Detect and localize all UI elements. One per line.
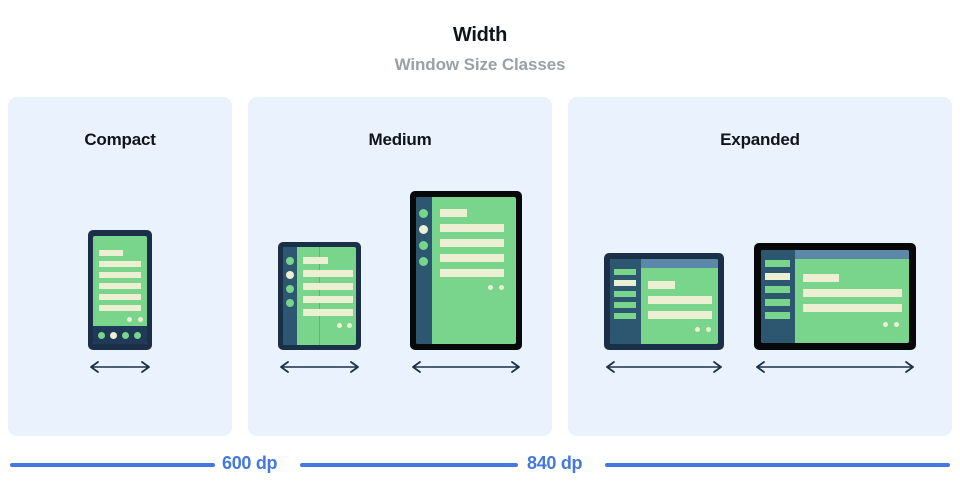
content-line-1 bbox=[303, 257, 328, 264]
tablet-landscape-small-screen bbox=[610, 259, 718, 344]
drawer-item-1 bbox=[765, 260, 790, 267]
drawer-item-4 bbox=[614, 302, 636, 308]
device-foldable bbox=[278, 242, 361, 350]
content-line-5 bbox=[99, 294, 141, 300]
content-line-1 bbox=[648, 281, 675, 289]
nav-dot-1 bbox=[98, 332, 105, 339]
content-dot-1 bbox=[337, 323, 342, 328]
content-dot-1 bbox=[695, 327, 700, 332]
content-line-3 bbox=[99, 272, 141, 278]
content-dot-1 bbox=[883, 322, 888, 327]
nav-drawer bbox=[610, 259, 641, 344]
nav-dot-3 bbox=[122, 332, 129, 339]
tablet-portrait-screen bbox=[416, 197, 516, 344]
panel-heading-expanded: Expanded bbox=[720, 130, 800, 149]
nav-dot-4 bbox=[134, 332, 141, 339]
content-line-2 bbox=[803, 289, 902, 297]
content-line-4 bbox=[99, 283, 141, 289]
content-line-6 bbox=[99, 305, 141, 311]
rail-dot-3 bbox=[419, 241, 428, 250]
content-dot-2 bbox=[138, 317, 143, 322]
phone-nav-bar bbox=[93, 326, 147, 344]
device-phone bbox=[88, 230, 152, 350]
rail-dot-3 bbox=[286, 285, 294, 293]
content-line-2 bbox=[648, 296, 712, 304]
nav-dot-2 bbox=[110, 332, 117, 339]
content-line-3 bbox=[303, 283, 353, 290]
panel-heading-medium: Medium bbox=[368, 130, 432, 149]
content-line-5 bbox=[303, 309, 353, 316]
content-line-2 bbox=[440, 224, 504, 232]
foldable-screen bbox=[283, 247, 356, 345]
content-line-4 bbox=[303, 296, 353, 303]
drawer-item-3 bbox=[765, 286, 790, 293]
content-line-4 bbox=[440, 254, 504, 262]
drawer-item-4 bbox=[765, 299, 790, 306]
content-line-1 bbox=[803, 274, 839, 282]
rail-dot-1 bbox=[286, 257, 294, 265]
ruler-segment-expanded bbox=[605, 463, 950, 467]
drawer-item-1 bbox=[614, 269, 636, 275]
rail-dot-1 bbox=[419, 209, 428, 218]
content-dot-1 bbox=[127, 317, 132, 322]
content-dot-2 bbox=[894, 322, 899, 327]
rail-dot-2 bbox=[286, 271, 294, 279]
nav-drawer bbox=[761, 250, 795, 343]
content-dot-1 bbox=[488, 285, 493, 290]
foldable-nav-rail bbox=[283, 247, 297, 345]
drawer-item-5 bbox=[614, 313, 636, 319]
page-subtitle: Window Size Classes bbox=[394, 55, 566, 74]
breakpoint-label-840: 840 dp bbox=[527, 453, 583, 473]
width-arrow-foldable bbox=[278, 359, 361, 375]
drawer-item-3 bbox=[614, 291, 636, 297]
top-app-bar bbox=[795, 250, 909, 259]
device-tablet-portrait bbox=[410, 191, 522, 350]
ruler-segment-compact bbox=[10, 463, 215, 467]
drawer-item-2 bbox=[765, 273, 790, 280]
content-line-1 bbox=[440, 209, 467, 217]
width-arrow-tablet-landscape-large bbox=[754, 359, 916, 375]
width-arrow-phone bbox=[88, 359, 152, 375]
rail-dot-2 bbox=[419, 225, 428, 234]
panel-compact: Compact bbox=[8, 97, 232, 436]
width-arrow-tablet-landscape-small bbox=[604, 359, 724, 375]
page-title: Width bbox=[452, 24, 508, 46]
content-dot-2 bbox=[347, 323, 352, 328]
panel-expanded: Expanded bbox=[568, 97, 952, 436]
drawer-item-5 bbox=[765, 312, 790, 319]
panel-heading-compact: Compact bbox=[84, 130, 156, 149]
content-line-5 bbox=[440, 269, 504, 277]
tablet-landscape-large-screen bbox=[761, 250, 909, 343]
content-line-3 bbox=[440, 239, 504, 247]
content-line-3 bbox=[803, 304, 902, 312]
content-line-1 bbox=[99, 250, 123, 256]
content-dot-2 bbox=[499, 285, 504, 290]
content-dot-2 bbox=[706, 327, 711, 332]
drawer-item-2 bbox=[614, 280, 636, 286]
content-line-2 bbox=[99, 261, 141, 267]
panel-medium: Medium bbox=[248, 97, 552, 436]
content-line-2 bbox=[303, 270, 353, 277]
device-tablet-landscape-large bbox=[754, 243, 916, 350]
device-tablet-landscape-small bbox=[604, 253, 724, 350]
tablet-nav-rail bbox=[416, 197, 432, 344]
ruler-segment-medium bbox=[300, 463, 518, 467]
rail-dot-4 bbox=[286, 299, 294, 307]
rail-dot-4 bbox=[419, 257, 428, 266]
breakpoint-label-600: 600 dp bbox=[222, 453, 278, 473]
content-line-3 bbox=[648, 311, 712, 319]
width-arrow-tablet-portrait bbox=[410, 359, 522, 375]
top-app-bar bbox=[641, 259, 718, 268]
phone-screen bbox=[93, 236, 147, 344]
